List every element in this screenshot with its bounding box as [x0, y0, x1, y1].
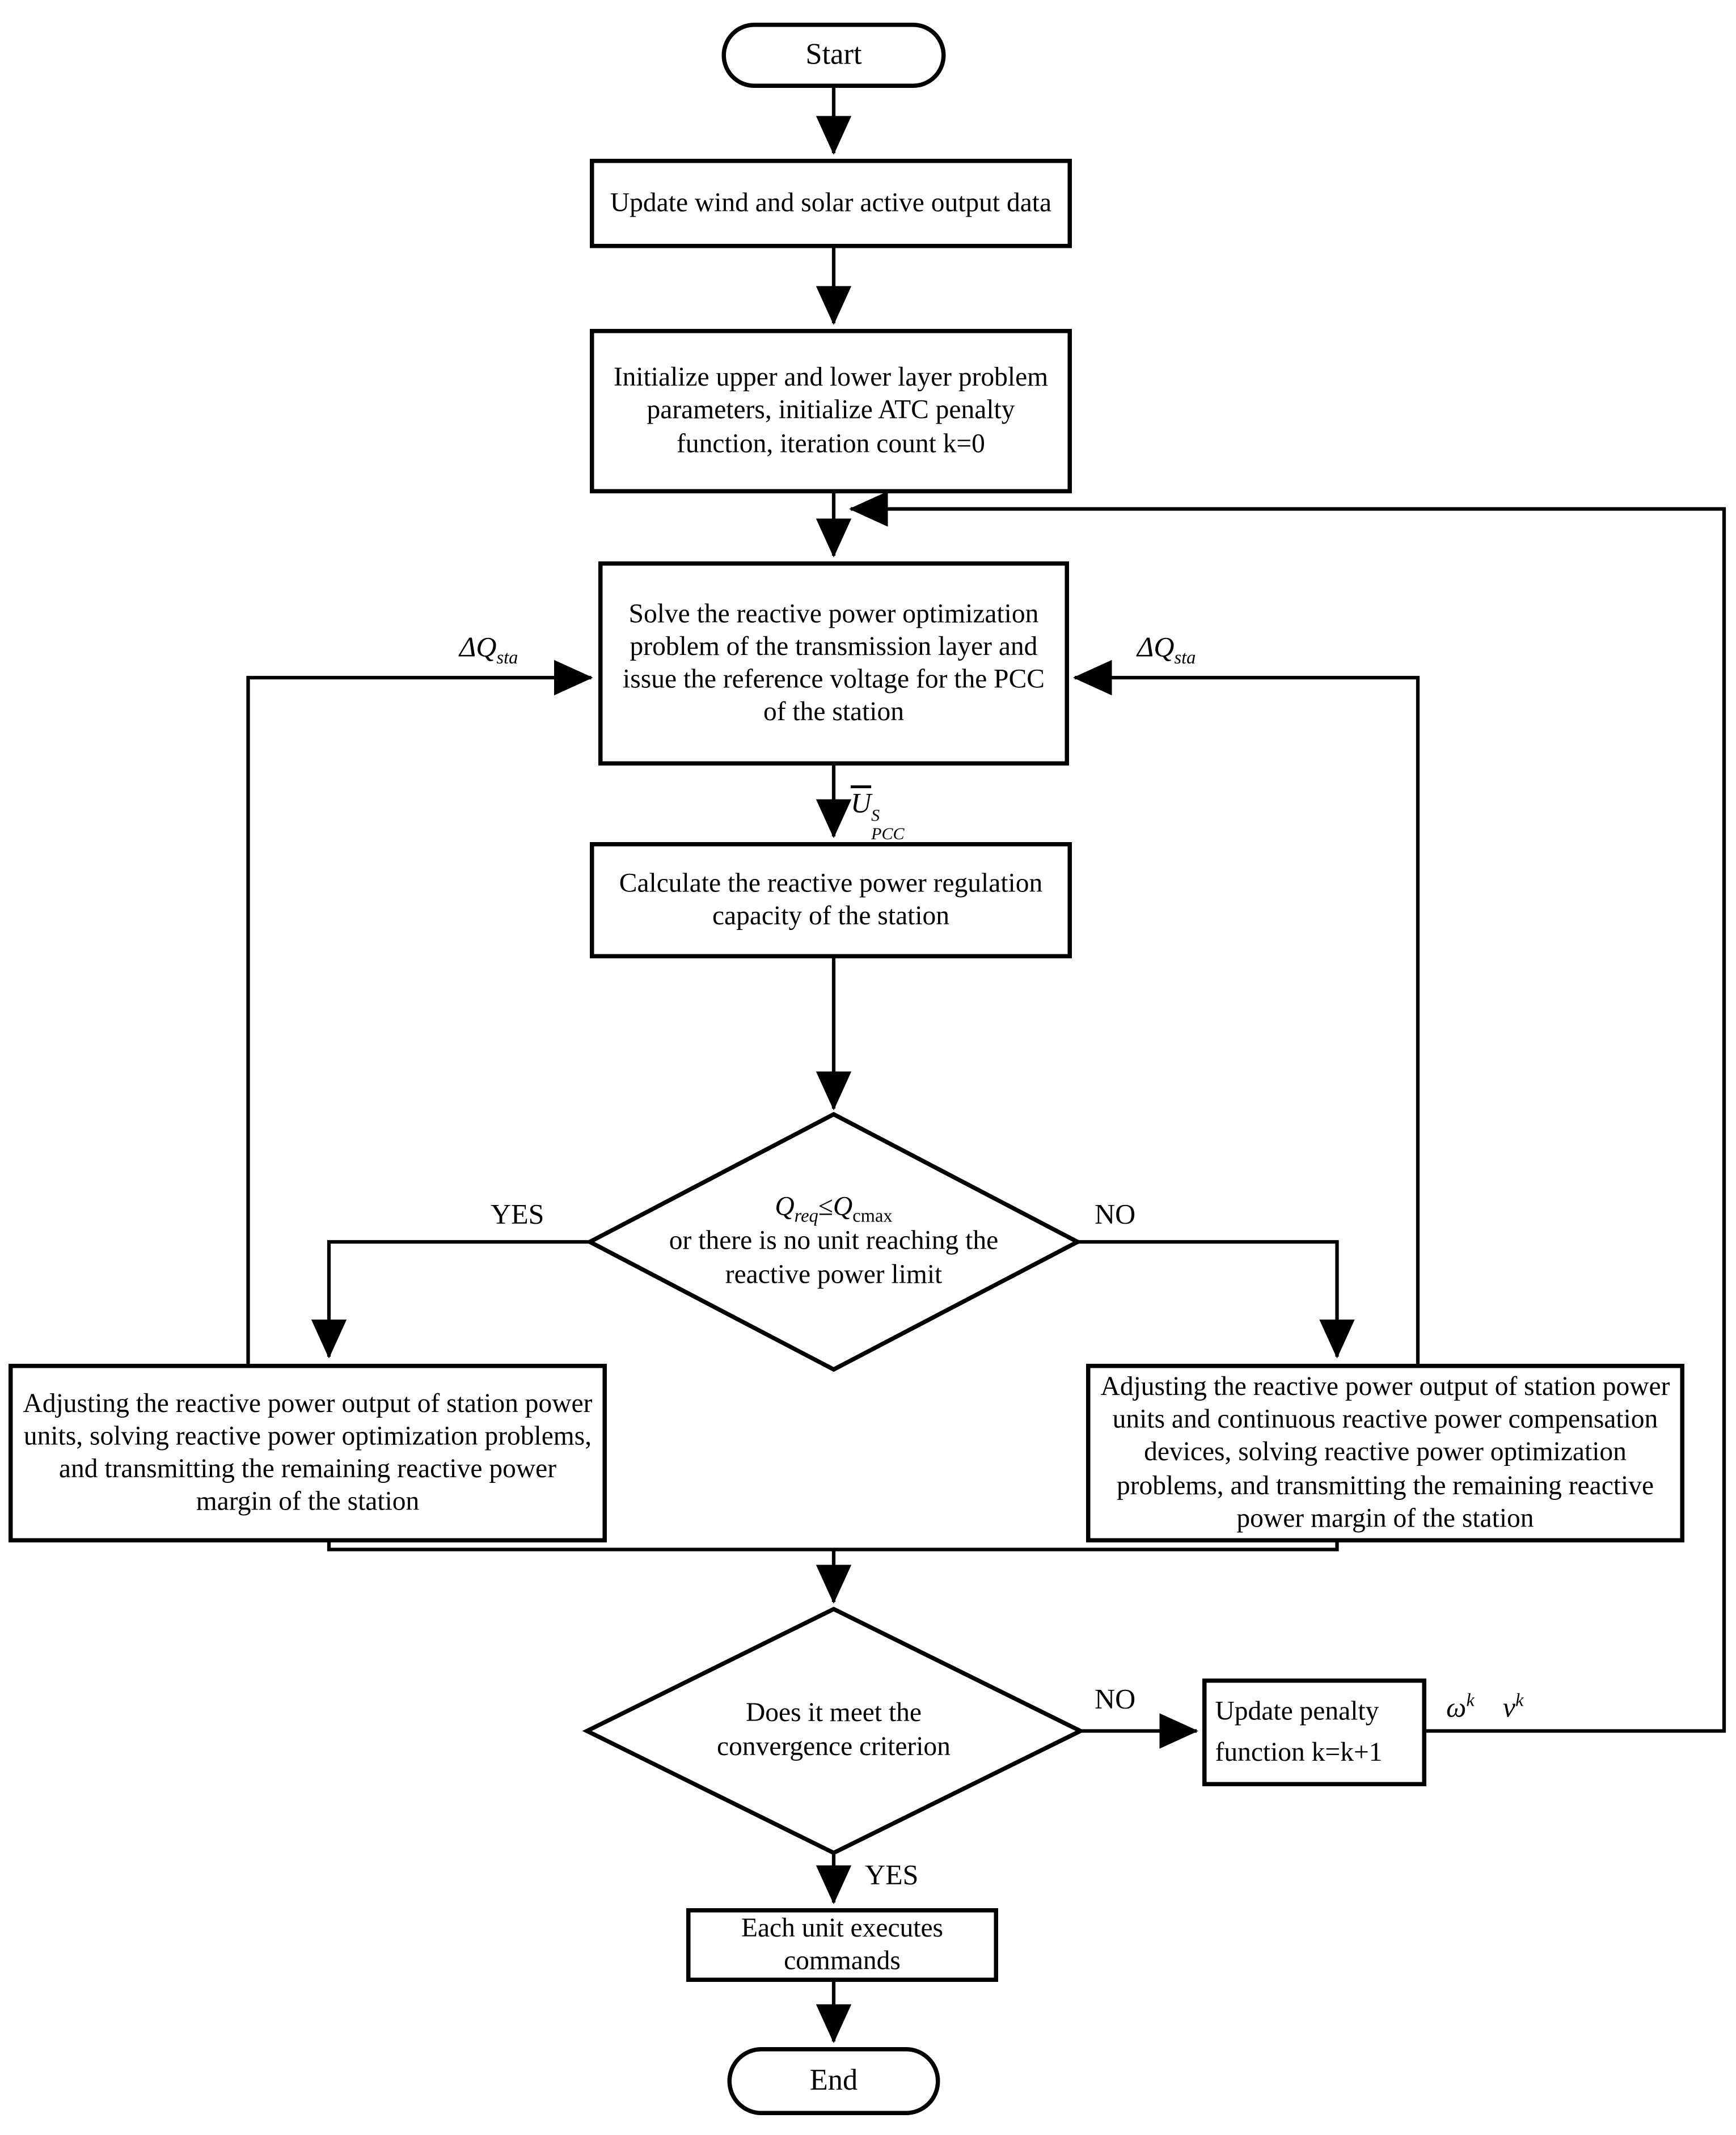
edge-decision1-yes-branch	[311, 1240, 590, 1359]
yes-label-capacity: YES	[491, 1199, 544, 1231]
convergence-decision-text: Does it meet the convergence criterion	[655, 1667, 1012, 1795]
initialize-box: Initialize upper and lower layer problem…	[590, 329, 1072, 493]
delta-q-right-sub: sta	[1174, 646, 1196, 668]
delta-q-sta-label-right: ΔQsta	[1137, 632, 1196, 666]
start-label: Start	[805, 37, 862, 71]
execute-commands-box: Each unit executes commands	[686, 1908, 998, 1982]
execute-commands-label: Each unit executes commands	[741, 1913, 944, 1976]
nu-label: vk	[1502, 1688, 1524, 1724]
update-penalty-box: Update penalty function k=k+1	[1202, 1679, 1426, 1786]
capacity-condition-formula: Qreq≤Qcmax	[775, 1193, 893, 1227]
calculate-capacity-label: Calculate the reactive power regulation …	[619, 869, 1043, 932]
adjust-units-label: Adjusting the reactive power output of s…	[23, 1389, 593, 1517]
calculate-capacity-box: Calculate the reactive power regulation …	[590, 842, 1072, 958]
omega-label: ωk	[1446, 1688, 1475, 1724]
end-terminal: End	[727, 2047, 940, 2115]
edge-left-dq-feedback	[246, 659, 593, 1364]
u-pcc-sup: S	[871, 805, 880, 825]
convergence-decision-diamond	[582, 1606, 1085, 1855]
no-label-capacity: NO	[1095, 1199, 1136, 1231]
adjust-units-compensation-box: Adjusting the reactive power output of s…	[1086, 1364, 1684, 1542]
edge-right-dq-feedback	[1072, 659, 1420, 1364]
omega-base: ω	[1446, 1692, 1467, 1724]
edge-penalty-feedback-loop	[848, 491, 1726, 1733]
omega-sup: k	[1466, 1688, 1475, 1710]
adjust-units-compensation-label: Adjusting the reactive power output of s…	[1100, 1372, 1670, 1534]
update-data-box: Update wind and solar active output data	[590, 159, 1072, 248]
end-label: End	[809, 2062, 858, 2097]
capacity-condition-text: or there is no unit reaching the reactiv…	[669, 1226, 999, 1290]
convergence-question: Does it meet the convergence criterion	[717, 1698, 951, 1762]
initialize-label: Initialize upper and lower layer problem…	[613, 363, 1049, 459]
update-penalty-line2: function k=k+1	[1215, 1737, 1383, 1768]
nu-sup: k	[1515, 1688, 1524, 1710]
update-data-label: Update wind and solar active output data	[610, 188, 1052, 218]
capacity-decision-diamond	[585, 1111, 1083, 1372]
delta-q-left-base: ΔQ	[459, 632, 497, 663]
edge-branch-merge-line	[327, 1542, 1339, 1551]
nu-base: v	[1502, 1692, 1515, 1724]
solve-optimization-box: Solve the reactive power optimization pr…	[598, 561, 1069, 766]
delta-q-sta-label-left: ΔQsta	[459, 632, 518, 666]
solve-optimization-label: Solve the reactive power optimization pr…	[623, 599, 1045, 728]
edge-decision1-no-branch	[1078, 1240, 1355, 1359]
delta-q-right-base: ΔQ	[1137, 632, 1175, 663]
u-pcc-base: U	[851, 788, 872, 819]
adjust-units-box: Adjusting the reactive power output of s…	[9, 1364, 607, 1542]
no-label-convergence: NO	[1095, 1684, 1136, 1715]
start-terminal: Start	[721, 23, 946, 88]
yes-label-convergence: YES	[865, 1860, 919, 1891]
capacity-decision-text: Qreq≤Qcmax or there is no unit reaching …	[635, 1131, 1032, 1352]
update-penalty-line1: Update penalty	[1215, 1697, 1379, 1727]
u-pcc-sub: PCC	[871, 823, 905, 843]
delta-q-left-sub: sta	[496, 646, 518, 668]
